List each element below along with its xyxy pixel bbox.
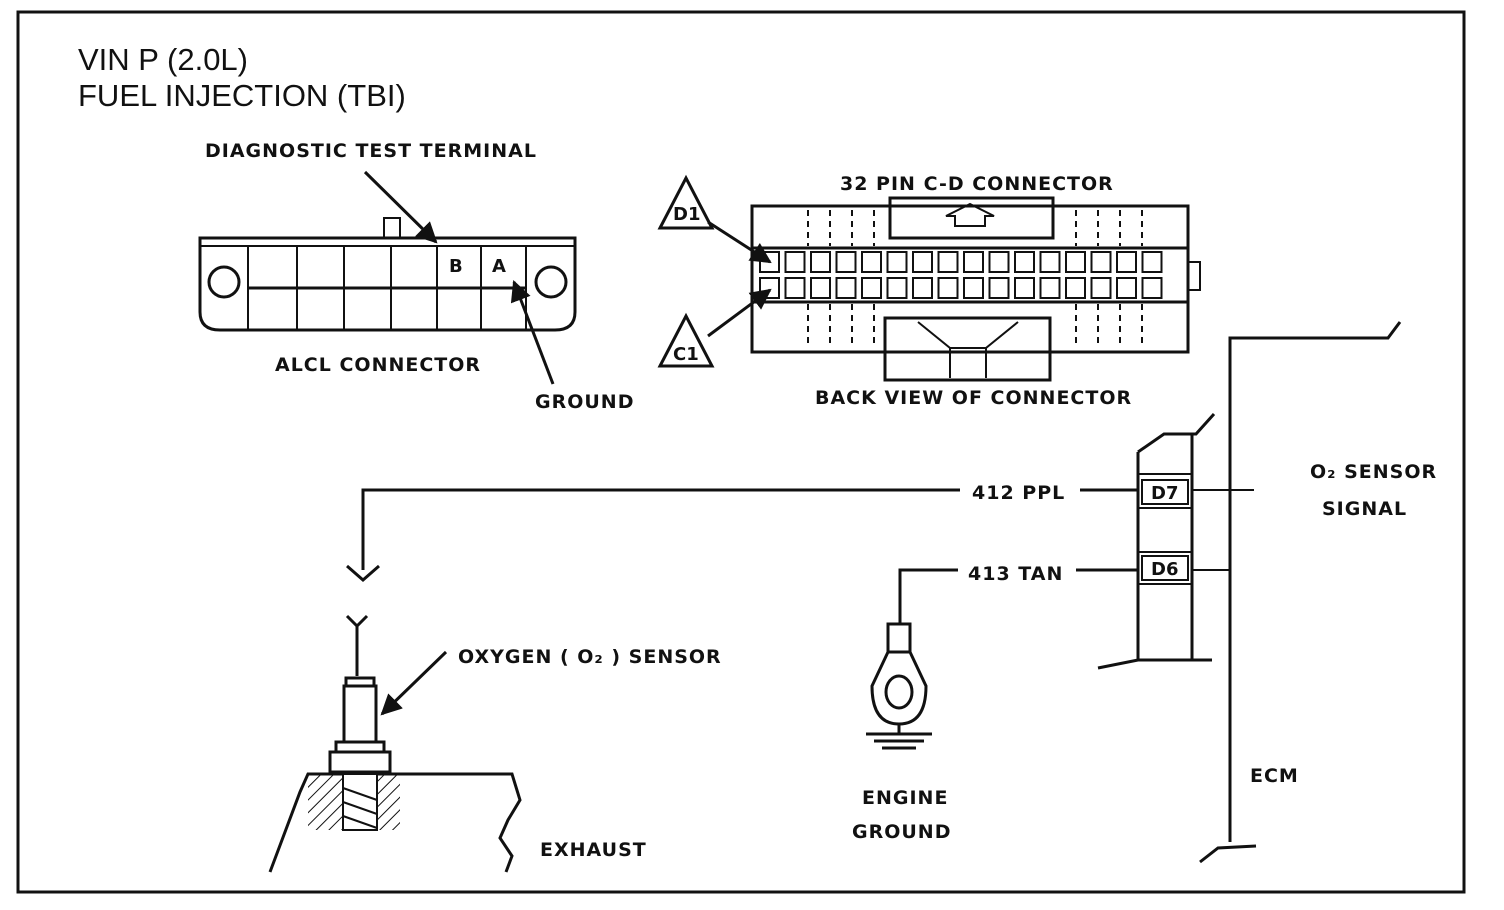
connector-pin-cell bbox=[810, 251, 831, 273]
connector-pin-cell bbox=[810, 277, 831, 299]
o2-sensor-signal-line-2: SIGNAL bbox=[1322, 498, 1407, 520]
connector-pin-cell bbox=[1090, 251, 1112, 273]
connector-pin-cell bbox=[861, 277, 882, 299]
alcl-pin-b: B bbox=[449, 256, 463, 277]
ecm-pin-d7: D7 bbox=[1151, 483, 1178, 504]
connector-pin-cell bbox=[1141, 277, 1163, 299]
title-line-1: VIN P (2.0L) bbox=[78, 42, 248, 77]
ecm-pin-d6: D6 bbox=[1151, 559, 1178, 580]
connector-pin-cell bbox=[835, 251, 857, 273]
ecm-outline bbox=[1192, 321, 1402, 864]
connector-pin-cell bbox=[886, 251, 908, 273]
wire-412-ppl-label: 412 PPL bbox=[972, 482, 1065, 504]
ground-label: GROUND bbox=[535, 391, 634, 413]
connector-pin-cell bbox=[1065, 277, 1086, 299]
connector-pin-cell bbox=[963, 251, 984, 273]
ground-arrow bbox=[510, 280, 555, 385]
diagnostic-test-terminal-label: DIAGNOSTIC TEST TERMINAL bbox=[205, 140, 537, 162]
wire-412-ppl bbox=[346, 488, 1138, 582]
connector-pin-cell bbox=[784, 277, 806, 299]
connector-pin-cell bbox=[886, 277, 908, 299]
connector-pin-cell bbox=[1039, 277, 1061, 299]
connector-pin-cell bbox=[784, 251, 806, 273]
connector-pin-cell bbox=[1014, 251, 1035, 273]
cd-connector bbox=[750, 196, 1201, 382]
connector-pin-cell bbox=[1039, 251, 1061, 273]
connector-pin-cell bbox=[1116, 277, 1137, 299]
exhaust-label: EXHAUST bbox=[540, 839, 647, 861]
alcl-pin-a: A bbox=[492, 256, 506, 277]
connector-pin-cell bbox=[988, 251, 1010, 273]
wire-413-tan bbox=[898, 568, 1138, 624]
engine-ground-line-1: ENGINE bbox=[862, 787, 948, 809]
connector-pin-cell bbox=[1090, 277, 1112, 299]
diagnostic-terminal-arrow bbox=[363, 170, 438, 244]
connector-pin-cell bbox=[912, 277, 933, 299]
ecm-connector: D7 D6 bbox=[1097, 412, 1216, 670]
o2-sensor-signal-line-1: O₂ SENSOR bbox=[1310, 461, 1437, 483]
wire-413-tan-label: 413 TAN bbox=[968, 563, 1063, 585]
oxygen-sensor-arrow bbox=[380, 650, 448, 716]
connector-pin-cell bbox=[835, 277, 857, 299]
connector-pin-cell bbox=[912, 251, 933, 273]
engine-ground-line-2: GROUND bbox=[852, 821, 951, 843]
back-view-label: BACK VIEW OF CONNECTOR bbox=[815, 387, 1132, 409]
exhaust-pipe bbox=[268, 772, 522, 873]
oxygen-sensor-label: OXYGEN ( O₂ ) SENSOR bbox=[458, 646, 722, 668]
connector-pin-cell bbox=[937, 277, 959, 299]
connector-pin-cell bbox=[963, 277, 984, 299]
alcl-connector: B A bbox=[198, 217, 577, 332]
connector-pin-cell bbox=[1065, 251, 1086, 273]
alcl-connector-label: ALCL CONNECTOR bbox=[275, 354, 481, 376]
marker-c1: C1 bbox=[673, 344, 699, 365]
ecm-label: ECM bbox=[1250, 765, 1299, 787]
connector-pin-cell bbox=[988, 277, 1010, 299]
connector-pin-cell bbox=[861, 251, 882, 273]
connector-pin-cell bbox=[1014, 277, 1035, 299]
diagram-frame bbox=[16, 10, 1466, 894]
connector-pin-cell bbox=[1116, 251, 1137, 273]
engine-ground-terminal bbox=[866, 622, 932, 750]
cd-connector-title: 32 PIN C-D CONNECTOR bbox=[840, 173, 1114, 195]
marker-d1: D1 bbox=[673, 204, 700, 225]
oxygen-sensor bbox=[328, 614, 392, 774]
title-line-2: FUEL INJECTION (TBI) bbox=[78, 78, 406, 113]
connector-pin-cell bbox=[937, 251, 959, 273]
connector-pin-cell bbox=[1141, 251, 1163, 273]
